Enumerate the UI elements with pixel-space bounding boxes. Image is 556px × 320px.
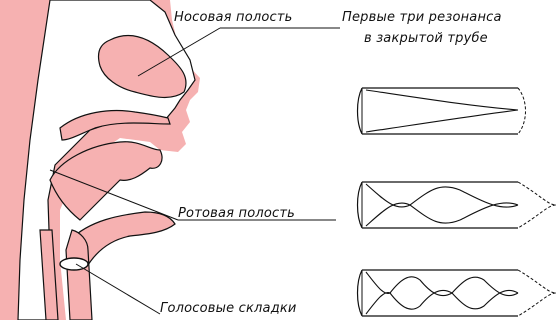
tube-1-wave-b	[366, 110, 518, 132]
tube-1-closed-end	[358, 88, 363, 134]
tube-3-open-end	[518, 270, 556, 316]
label-nasal-cavity: Носовая полость	[174, 10, 293, 25]
label-vocal-folds: Голосовые складки	[160, 301, 297, 316]
label-oral-cavity: Ротовая полость	[178, 206, 295, 221]
title-resonances-line2: в закрытой трубе	[364, 31, 488, 46]
tube-2-wave-a	[366, 184, 518, 207]
resonance-tube-1	[358, 88, 526, 134]
resonance-tube-3	[358, 270, 556, 316]
tube-1-wave-a	[366, 90, 518, 110]
tube-2-wave-b	[366, 203, 518, 226]
tube-1-body	[362, 88, 518, 134]
resonance-tube-2	[358, 182, 556, 228]
tube-2-closed-end	[358, 182, 363, 228]
tube-2-open-end	[518, 182, 556, 228]
tube-1-open-end	[518, 88, 526, 134]
pharynx	[40, 230, 92, 320]
tube-3-closed-end	[358, 270, 363, 316]
title-resonances-line1: Первые три резонанса	[342, 10, 502, 25]
